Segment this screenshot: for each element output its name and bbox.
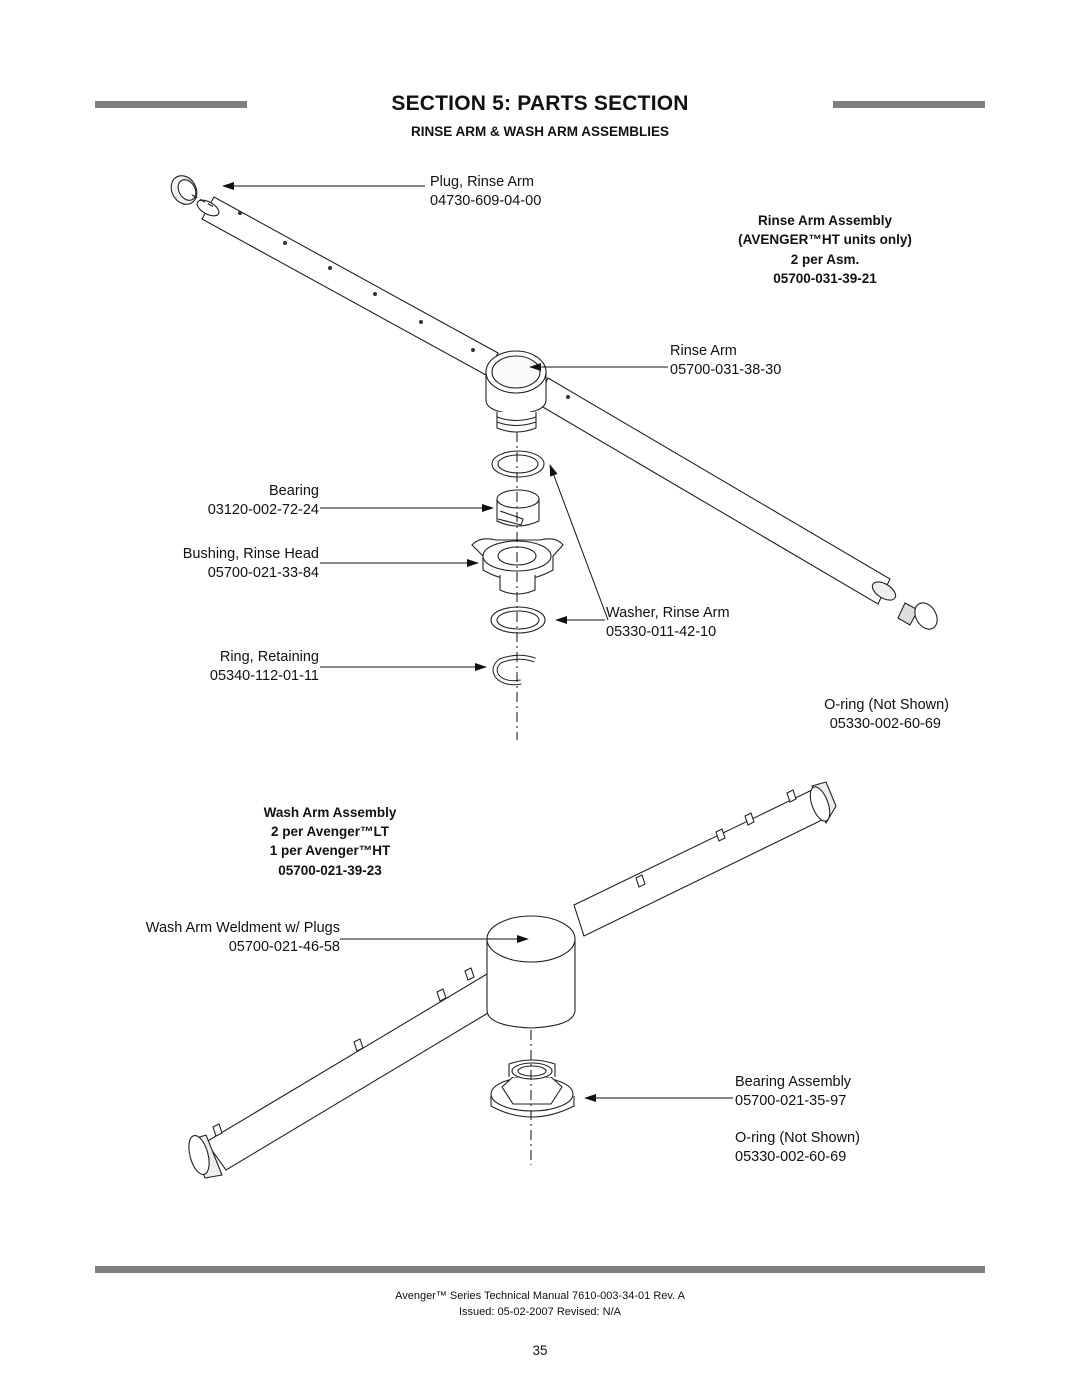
bearing-part: 03120-002-72-24	[207, 502, 319, 518]
wash-oring-part: 05330-002-60-69	[735, 1149, 847, 1165]
bearing-assembly-label: Bearing Assembly	[735, 1074, 852, 1090]
rinse-plug-top	[170, 175, 198, 205]
rinse-assembly-units: (AVENGER™HT units only)	[738, 232, 912, 247]
wash-weldment-label: Wash Arm Weldment w/ Plugs	[145, 920, 340, 936]
bearing-drawing	[496, 489, 540, 527]
retaining-ring-label: Ring, Retaining	[219, 649, 319, 665]
plug-rinse-arm-part: 04730-609-04-00	[430, 193, 542, 209]
plug-rinse-arm-label: Plug, Rinse Arm	[430, 174, 534, 190]
wash-assembly-ht: 1 per Avenger™HT	[269, 843, 391, 858]
page-number: 35	[532, 1343, 548, 1358]
wash-plug-left	[188, 1134, 223, 1179]
bushing-part: 05700-021-33-84	[207, 565, 319, 581]
wash-weldment-part: 05700-021-46-58	[228, 939, 340, 955]
footer-issued-line: Issued: 05-02-2007 Revised: N/A	[458, 1306, 622, 1318]
wash-assembly-title: Wash Arm Assembly	[263, 805, 397, 820]
wash-oring-label: O-ring (Not Shown)	[735, 1130, 860, 1146]
bushing-label: Bushing, Rinse Head	[182, 546, 319, 562]
rinse-assembly-qty: 2 per Asm.	[790, 252, 860, 267]
rinse-assembly-title: Rinse Arm Assembly	[757, 213, 893, 228]
washer-part: 05330-011-42-10	[606, 624, 717, 640]
wash-assembly-lt: 2 per Avenger™LT	[270, 824, 390, 839]
header-rule-left	[95, 101, 247, 108]
footer-rule	[95, 1266, 985, 1273]
bearing-assembly-part: 05700-021-35-97	[735, 1093, 847, 1109]
rinse-arm-drawing	[170, 175, 938, 740]
rinse-arm-label: Rinse Arm	[670, 343, 737, 359]
footer-manual-line: Avenger™ Series Technical Manual 7610-00…	[395, 1290, 685, 1302]
retaining-ring-part: 05340-112-01-11	[209, 668, 319, 684]
rinse-assembly-part: 05700-031-39-21	[773, 271, 877, 286]
rinse-oring-part: 05330-002-60-69	[829, 716, 941, 732]
section-title: SECTION 5: PARTS SECTION	[391, 92, 689, 115]
wash-plug-right	[809, 781, 837, 825]
header-rule-right	[833, 101, 985, 108]
bearing-assembly-drawing	[490, 1059, 575, 1118]
washer-label: Washer, Rinse Arm	[606, 605, 730, 621]
wash-assembly-part: 05700-021-39-23	[278, 863, 382, 878]
rinse-plug-bottom	[897, 602, 938, 630]
rinse-arm-part: 05700-031-38-30	[670, 362, 782, 378]
bearing-label: Bearing	[269, 483, 319, 499]
leader-lines	[222, 182, 733, 1102]
rinse-oring-label: O-ring (Not Shown)	[824, 697, 949, 713]
subsection-title: RINSE ARM & WASH ARM ASSEMBLIES	[410, 124, 669, 139]
wash-arm-drawing	[188, 781, 837, 1179]
